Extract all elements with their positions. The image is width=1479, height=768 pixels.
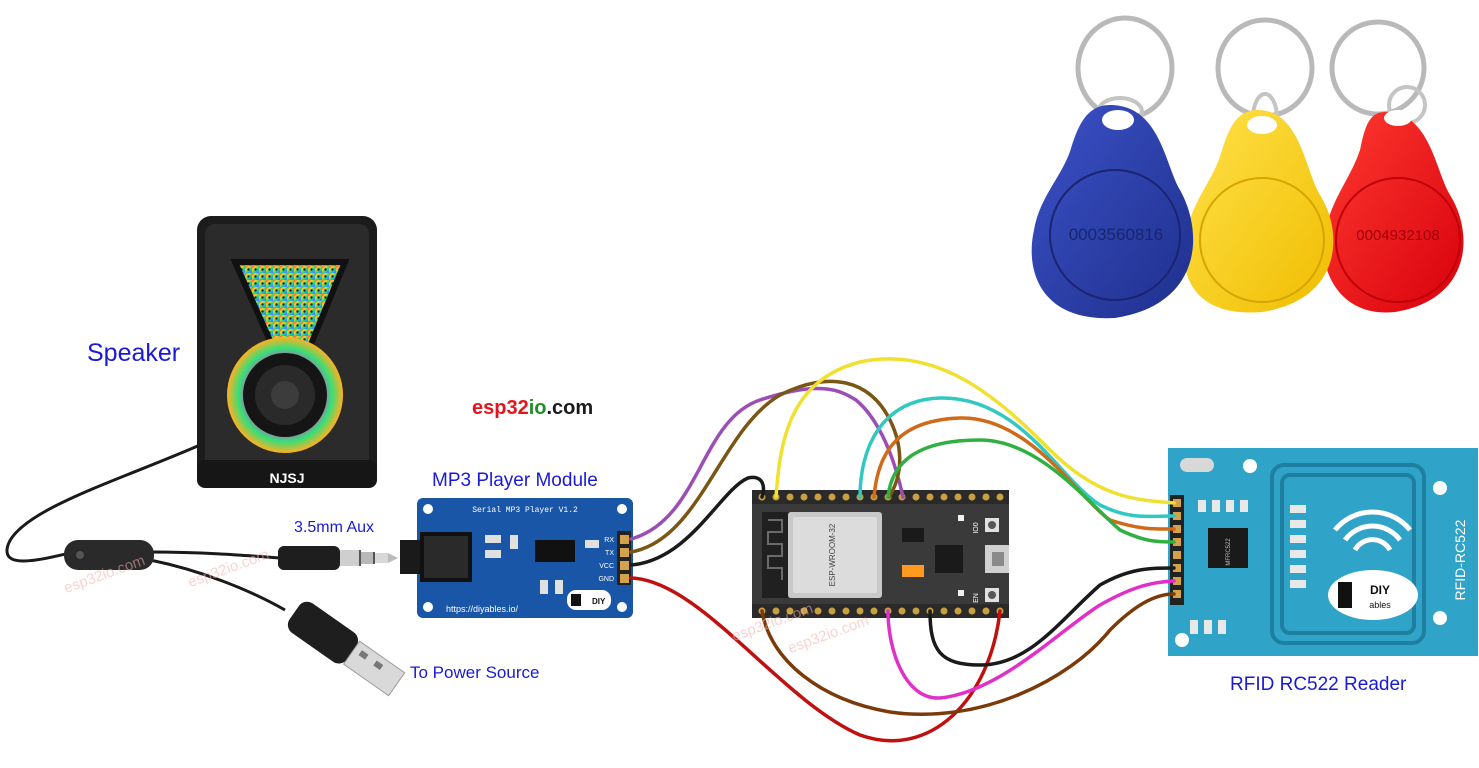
aux-cable: [149, 550, 281, 560]
rfid-signal-icon: [1333, 509, 1412, 552]
power-source-label: To Power Source: [410, 663, 540, 682]
site-brand: esp32io.com: [472, 397, 593, 420]
speaker: [197, 216, 377, 488]
aux-plug: [278, 546, 398, 570]
usb-cable: [149, 558, 286, 612]
esp32-board: [752, 490, 1009, 618]
esp32-usb-chip: [935, 545, 963, 573]
key-ring: [1075, 15, 1175, 121]
key-ring: [1215, 17, 1315, 119]
rfid-badge-sub: ables: [1369, 600, 1391, 610]
wire-mp3-vcc: [629, 475, 766, 567]
mp3-module-label: MP3 Player Module: [432, 470, 598, 491]
wire-rfid-3v3: [760, 592, 1176, 717]
brand-prefix: esp32: [472, 397, 529, 419]
wire-rfid-mosi: [872, 416, 1176, 531]
rfid-rc522-reader: [1168, 448, 1478, 656]
wires: [629, 357, 1176, 743]
wire-rfid-sda: [774, 357, 1176, 505]
rfid-antenna: [1270, 463, 1426, 645]
mp3-pin-rx: RX: [604, 537, 614, 544]
blue-tag: [1031, 105, 1194, 319]
brand-mid: io: [528, 397, 547, 419]
esp32-top-header: [758, 493, 1004, 501]
mp3-chip: [535, 540, 575, 562]
rfid-side-label: RFID-RC522: [1452, 519, 1468, 600]
wire-mp3-rx: [629, 386, 905, 541]
wire-rfid-miso: [886, 438, 1176, 544]
esp32-en-label: EN: [973, 593, 980, 603]
usb-plug: [287, 601, 406, 697]
mp3-pin-gnd: GND: [598, 576, 614, 583]
key-ring: [1329, 19, 1427, 117]
mp3-player-module: [400, 498, 633, 618]
mp3-pin-vcc: VCC: [599, 563, 614, 570]
brand-suffix: .com: [546, 397, 594, 419]
esp32-io0-label: IO0: [973, 522, 980, 533]
red-tag-number: 0004932108: [1356, 227, 1439, 244]
speaker-label: Speaker: [87, 339, 181, 367]
speaker-cable: [5, 443, 201, 563]
blue-tag-number: 0003560816: [1069, 225, 1164, 244]
mp3-pin-tx: TX: [605, 550, 614, 557]
rfid-keyfob-tags: [1031, 15, 1464, 319]
rfid-chip-label: MFRC522: [1226, 538, 1232, 566]
mp3-board-url: https://diyables.io/: [446, 604, 519, 614]
mp3-board: [417, 498, 633, 618]
yellow-tag: [1183, 110, 1334, 313]
wire-rfid-sck: [858, 396, 1176, 519]
rfid-chip: [1208, 528, 1248, 568]
mp3-board-title: Serial MP3 Player V1.2: [472, 506, 578, 515]
inline-volume-control: [64, 540, 154, 570]
speaker-led-panel: [230, 259, 350, 398]
esp32-module-text: ESP-WROOM-32: [828, 523, 837, 586]
speaker-logo: NJSJ: [269, 470, 304, 486]
aux-label: 3.5mm Aux: [294, 519, 375, 536]
speaker-cables: [5, 443, 286, 612]
red-tag: [1323, 110, 1464, 313]
mp3-diy-badge: DIY: [592, 597, 606, 606]
rfid-badge: DIY: [1370, 583, 1390, 597]
wire-rfid-gnd: [928, 566, 1176, 667]
rfid-header: [1170, 495, 1184, 605]
rfid-reader-label: RFID RC522 Reader: [1230, 674, 1407, 695]
wire-rfid-rst: [886, 579, 1176, 700]
